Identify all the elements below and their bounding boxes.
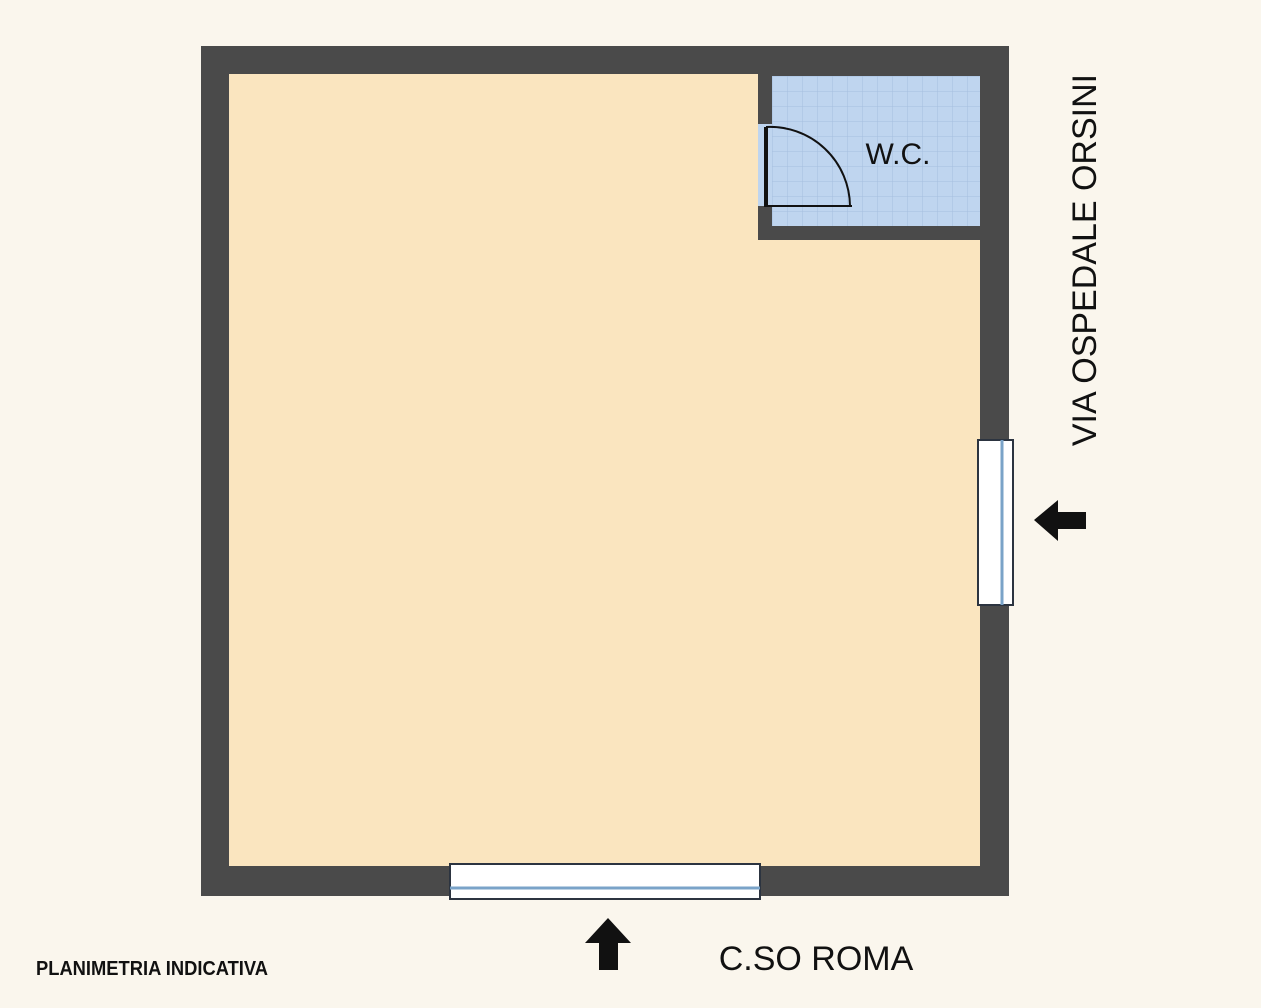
front-window-frame: [449, 863, 761, 900]
entrance-arrow-icon: [585, 918, 631, 970]
wc-label: W.C.: [866, 138, 931, 171]
wc-floor: [772, 76, 980, 226]
plan-caption: PLANIMETRIA INDICATIVA: [36, 958, 268, 980]
side-window: [977, 439, 1014, 606]
side-window-glass: [978, 440, 1013, 605]
door-arc: [765, 125, 851, 207]
door-swing-icon: [764, 125, 852, 207]
street-label-side: VIA OSPEDALE ORSINI: [1066, 74, 1104, 446]
street-label-front: C.SO ROMA: [719, 940, 914, 978]
side-window-frame: [977, 439, 1014, 606]
entrance-arrow-icon: [1034, 500, 1086, 541]
front-window-glass: [450, 864, 760, 899]
front-window: [449, 863, 761, 900]
